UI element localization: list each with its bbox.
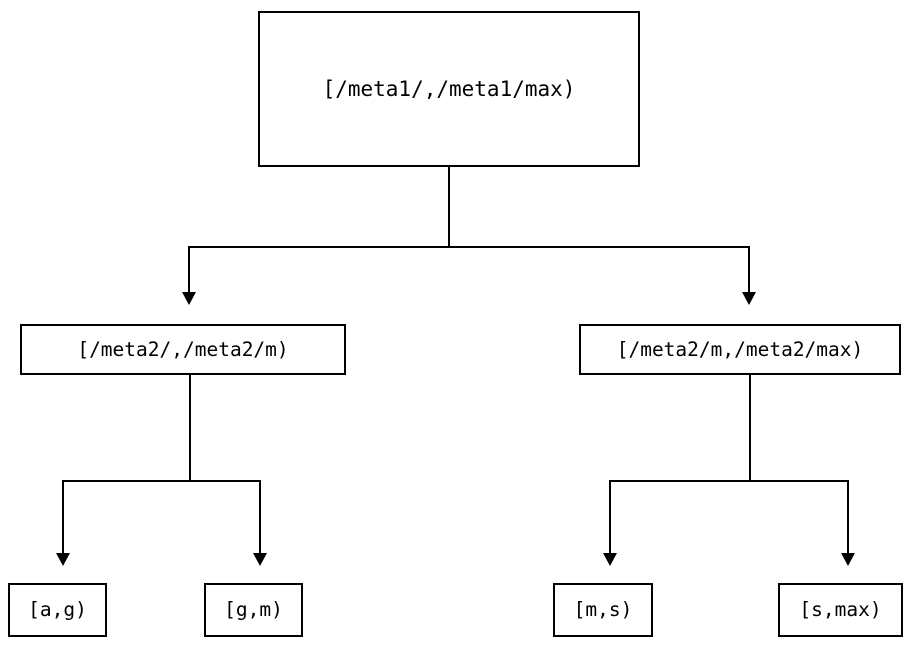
node-meta2-lower[interactable]: [/meta2/,/meta2/m) — [20, 324, 346, 375]
node-meta2-lower-label: [/meta2/,/meta2/m) — [77, 337, 289, 361]
edge-mid-left-to-leaf-0 — [62, 480, 64, 555]
arrow-to-leaf-2-icon — [603, 553, 617, 566]
node-leaf-m-s[interactable]: [m,s) — [553, 583, 653, 637]
edge-root-stem — [448, 167, 450, 247]
node-leaf-a-g-label: [a,g) — [28, 598, 87, 622]
arrow-root-to-mid-left-icon — [182, 292, 196, 305]
node-meta2-upper-label: [/meta2/m,/meta2/max) — [616, 337, 864, 361]
node-root[interactable]: [/meta1/,/meta1/max) — [258, 11, 640, 167]
edge-mid-left-bar — [62, 480, 261, 482]
arrow-to-leaf-0-icon — [56, 553, 70, 566]
arrow-root-to-mid-right-icon — [742, 292, 756, 305]
node-leaf-m-s-label: [m,s) — [573, 598, 633, 622]
edge-root-to-mid-left — [188, 246, 190, 292]
node-leaf-s-max[interactable]: [s,max) — [778, 583, 903, 637]
node-root-label: [/meta1/,/meta1/max) — [322, 76, 576, 101]
node-leaf-g-m-label: [g,m) — [224, 598, 283, 622]
node-leaf-s-max-label: [s,max) — [799, 598, 882, 622]
node-leaf-g-m[interactable]: [g,m) — [204, 583, 303, 637]
edge-mid-right-to-leaf-2 — [609, 480, 611, 555]
edge-mid-left-stem — [189, 375, 191, 481]
edge-mid-right-stem — [749, 375, 751, 481]
edge-mid-left-to-leaf-1 — [259, 480, 261, 555]
edge-mid-right-bar — [609, 480, 849, 482]
edge-root-bar — [188, 246, 750, 248]
edge-mid-right-to-leaf-3 — [847, 480, 849, 555]
arrow-to-leaf-3-icon — [841, 553, 855, 566]
edge-root-to-mid-right — [748, 246, 750, 292]
arrow-to-leaf-1-icon — [253, 553, 267, 566]
node-meta2-upper[interactable]: [/meta2/m,/meta2/max) — [579, 324, 901, 375]
node-leaf-a-g[interactable]: [a,g) — [8, 583, 107, 637]
